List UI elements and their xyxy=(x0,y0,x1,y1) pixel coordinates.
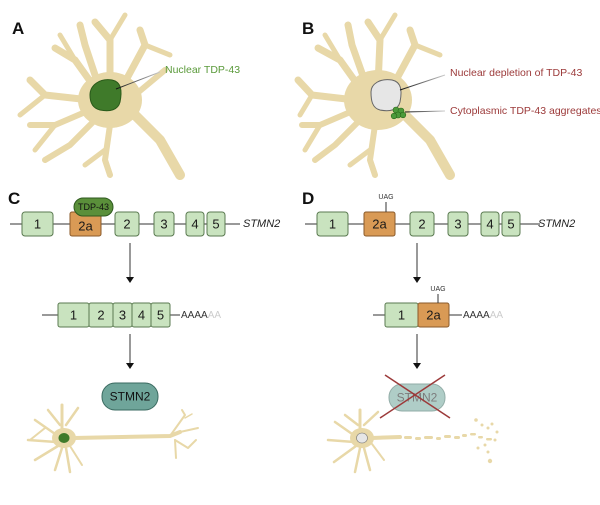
exon-label: 1 xyxy=(329,217,336,232)
exon-label: 1 xyxy=(70,308,77,323)
exon-1 xyxy=(21,211,54,237)
panel-c: C 1 2a 2 3 4 5 TDP-43 STMN2 1 2 xyxy=(8,189,280,474)
exon-label: 2a xyxy=(78,219,93,234)
exon-3 xyxy=(447,211,469,237)
panel-letter-c: C xyxy=(8,189,20,208)
polya-tail-d: AAAAAA xyxy=(463,310,503,321)
tdp43-bound-protein xyxy=(73,197,114,217)
mrna-exon-5 xyxy=(150,302,171,328)
tdp43-label: TDP-43 xyxy=(78,202,109,212)
panel-letter-a: A xyxy=(12,19,24,38)
gene-c: 1 2a 2 3 4 5 xyxy=(21,211,226,237)
exon-label: 1 xyxy=(34,217,41,232)
transcript-c: 1 2 3 4 5 xyxy=(57,302,171,328)
exon-label: 4 xyxy=(138,308,145,323)
exon-5 xyxy=(501,211,521,237)
stmn2-protein-faded xyxy=(388,383,446,412)
callout-nuclear-depletion: Nuclear depletion of TDP-43 xyxy=(450,67,582,79)
nucleus-tdp43 xyxy=(89,79,122,112)
panel-b: B Nuclear deplet xyxy=(294,12,600,180)
exon-label: 2 xyxy=(123,217,130,232)
nucleus-small-c xyxy=(58,433,70,443)
gene-d: 1 2a 2 3 4 5 xyxy=(316,211,521,237)
exon-label: 2a xyxy=(426,308,441,323)
healthy-neuron-large xyxy=(17,12,185,180)
exon-label: 5 xyxy=(507,217,514,232)
arrowhead-icon xyxy=(126,363,134,369)
exon-label: 4 xyxy=(191,217,198,232)
tdp43-aggregates xyxy=(390,106,407,120)
exon-2 xyxy=(114,211,140,237)
uag-label-gene: UAG xyxy=(378,194,393,201)
callout-nuclear-tdp43: Nuclear TDP-43 xyxy=(165,64,240,76)
uag-label-transcript: UAG xyxy=(430,286,445,293)
panel-d: D 1 2a 2 3 4 5 UAG STMN2 1 2a UA xyxy=(302,189,575,474)
exon-label: 3 xyxy=(119,308,126,323)
exon-label: 5 xyxy=(212,217,219,232)
panel-letter-b: B xyxy=(302,19,314,38)
callout-leader-a xyxy=(115,71,161,90)
callout-cytoplasmic-aggregates: Cytoplasmic TDP-43 aggregates xyxy=(450,105,600,117)
callout-leader-b1 xyxy=(399,74,446,91)
nucleus-small-d xyxy=(356,432,368,444)
panel-letter-d: D xyxy=(302,189,314,208)
exon-label: 3 xyxy=(454,217,461,232)
panel-a: A Nuclear TDP-43 xyxy=(12,12,240,180)
exon-label: 5 xyxy=(157,308,164,323)
diseased-neuron-large xyxy=(294,12,455,180)
callout-leader-b2 xyxy=(404,110,446,113)
exon-2 xyxy=(409,211,435,237)
exon-label: 2 xyxy=(418,217,425,232)
arrowhead-icon xyxy=(413,363,421,369)
exon-label: 2 xyxy=(97,308,104,323)
polya-tail-c: AAAAAA xyxy=(181,310,221,321)
exon-1 xyxy=(316,211,349,237)
gene-name-d: STMN2 xyxy=(538,218,575,230)
stmn2-protein-label: STMN2 xyxy=(110,390,151,404)
gene-name-c: STMN2 xyxy=(243,218,280,230)
exon-3 xyxy=(153,211,175,237)
exon-label: 4 xyxy=(486,217,493,232)
arrowhead-icon xyxy=(413,277,421,283)
exon-4 xyxy=(480,211,500,237)
cross-out-icon xyxy=(379,374,451,419)
exon-label: 1 xyxy=(398,308,405,323)
stmn2-protein xyxy=(101,382,159,411)
axon-fragments xyxy=(404,418,499,464)
exon-4 xyxy=(185,211,205,237)
transcript-d: 1 2a xyxy=(384,302,450,328)
arrowhead-icon xyxy=(126,277,134,283)
mrna-exon-2a xyxy=(417,302,450,328)
cryptic-exon-2a xyxy=(363,211,396,237)
nucleus-depleted xyxy=(370,79,402,112)
exon-label: 3 xyxy=(160,217,167,232)
exon-label: 2a xyxy=(372,217,387,232)
exon-5 xyxy=(206,211,226,237)
